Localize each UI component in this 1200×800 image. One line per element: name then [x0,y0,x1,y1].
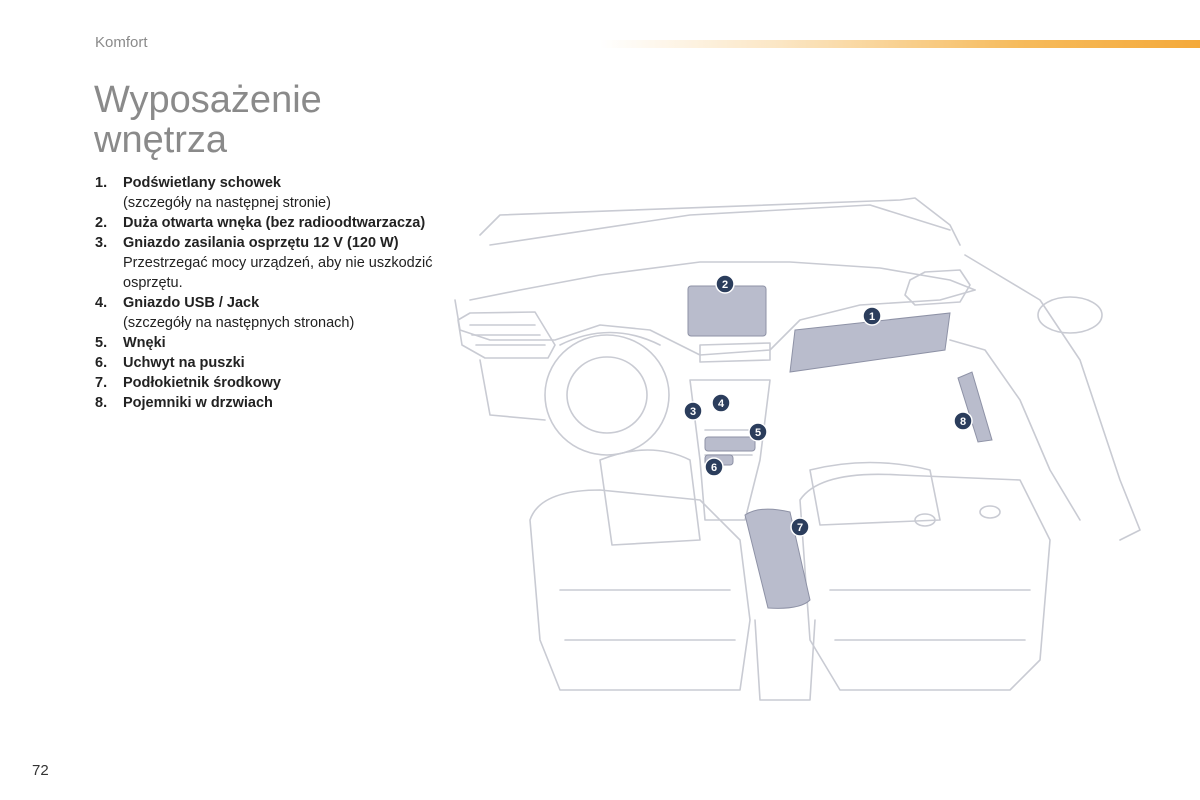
list-item: 7.Podłokietnik środkowy [95,373,435,393]
right-door-outline [965,255,1140,540]
page-title: Wyposażenie wnętrza [94,80,322,160]
item-description: Przestrzegać mocy urządzeń, aby nie uszk… [123,253,435,293]
marker-8: 8 [954,412,972,430]
item-label: Uchwyt na puszki [123,353,435,373]
left-seat-lines [560,590,735,640]
left-vent-slats [470,325,545,345]
title-line-1: Wyposażenie [94,80,322,120]
list-item: 3.Gniazdo zasilania osprzętu 12 V (120 W… [95,233,435,293]
item-label: Duża otwarta wnęka (bez radioodtwarzacza… [123,213,435,233]
list-item: 5.Wnęki [95,333,435,353]
steering-wheel [545,335,669,455]
item-label: Podświetlany schowek [123,173,435,193]
list-item: 6.Uchwyt na puszki [95,353,435,373]
marker-6-label: 6 [711,462,717,474]
marker-2: 2 [716,275,734,293]
list-item: 1.Podświetlany schowek(szczegóły na nast… [95,173,435,213]
marker-3: 3 [684,402,702,420]
marker-7: 7 [791,518,809,536]
item-label: Gniazdo USB / Jack [123,293,435,313]
right-seat-knob-2 [980,506,1000,518]
storage-wells-highlight [705,437,755,451]
windshield-outline [480,198,960,245]
item-label: Pojemniki w drzwiach [123,393,435,413]
equipment-list: 1.Podświetlany schowek(szczegóły na nast… [95,173,435,413]
item-number: 3. [95,233,123,293]
marker-4: 4 [712,394,730,412]
item-number: 1. [95,173,123,213]
marker-1-label: 1 [869,311,875,323]
right-headrest [810,463,940,526]
right-seat [800,474,1050,690]
item-number: 7. [95,373,123,393]
item-number: 4. [95,293,123,333]
section-label: Komfort [95,34,148,51]
marker-3-label: 3 [690,406,696,418]
right-door-inner [950,340,1080,520]
dashboard-top-line [490,205,950,245]
marker-4-label: 4 [718,398,725,410]
item-label: Gniazdo zasilania osprzętu 12 V (120 W) [123,233,435,253]
item-label: Podłokietnik środkowy [123,373,435,393]
list-item: 8.Pojemniki w drzwiach [95,393,435,413]
door-bin-highlight [958,372,992,442]
header-accent-bar [600,40,1200,48]
title-line-2: wnętrza [94,120,322,160]
marker-2-label: 2 [722,279,728,291]
car-interior-diagram: 1 2 3 4 5 6 7 8 [440,180,1160,720]
list-item: 4.Gniazdo USB / Jack(szczegóły na następ… [95,293,435,333]
item-number: 5. [95,333,123,353]
left-dash-side [480,360,545,420]
marker-5-label: 5 [755,427,761,439]
marker-1: 1 [863,307,881,325]
marker-7-label: 7 [797,522,803,534]
left-headrest [600,450,700,545]
item-number: 2. [95,213,123,233]
marker-8-label: 8 [960,416,966,428]
item-description: (szczegóły na następnej stronie) [123,193,435,213]
item-number: 8. [95,393,123,413]
central-tunnel [755,620,815,700]
marker-5: 5 [749,423,767,441]
item-description: (szczegóły na następnych stronach) [123,313,435,333]
side-mirror [1038,297,1102,333]
item-label: Wnęki [123,333,435,353]
steering-wheel-hub [567,357,647,433]
page-number: 72 [32,762,49,779]
list-item: 2.Duża otwarta wnęka (bez radioodtwarzac… [95,213,435,233]
item-number: 6. [95,353,123,373]
marker-6: 6 [705,458,723,476]
right-seat-lines [830,590,1030,640]
